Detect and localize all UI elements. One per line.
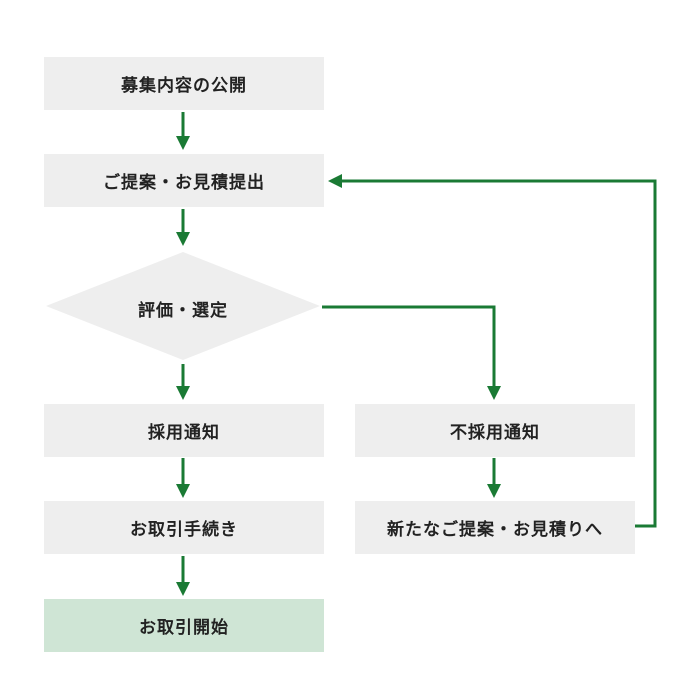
step-start: お取引開始 [44,599,324,652]
step-evaluate: 評価・選定 [50,256,316,360]
step-evaluate-label: 評価・選定 [138,300,228,321]
step-reject-notice-label: 不採用通知 [450,423,540,443]
step-contract: お取引手続き [44,501,324,554]
evaluate-diamond [46,252,320,360]
step-publish: 募集内容の公開 [44,57,324,110]
step-contract-label: お取引手続き [130,520,238,540]
step-new-proposal: 新たなご提案・お見積りへ [355,501,635,554]
arrow-accept-to-contract [176,458,190,498]
step-new-proposal-label: 新たなご提案・お見積りへ [387,520,603,540]
step-accept-notice-label: 採用通知 [148,423,220,443]
arrow-publish-to-proposal [176,112,190,150]
step-start-label: お取引開始 [139,618,229,638]
arrow-proposal-to-evaluate [176,209,190,246]
arrow-loop-back-to-proposal [328,174,657,528]
arrow-contract-to-start [176,556,190,596]
arrow-evaluate-to-accept [176,364,190,400]
step-publish-label: 募集内容の公開 [121,76,247,96]
step-accept-notice: 採用通知 [44,404,324,457]
arrow-evaluate-to-reject [322,305,501,400]
step-proposal-label: ご提案・お見積提出 [103,173,265,193]
step-proposal: ご提案・お見積提出 [44,154,324,207]
step-reject-notice: 不採用通知 [355,404,635,457]
arrow-reject-to-new-proposal [487,458,501,498]
